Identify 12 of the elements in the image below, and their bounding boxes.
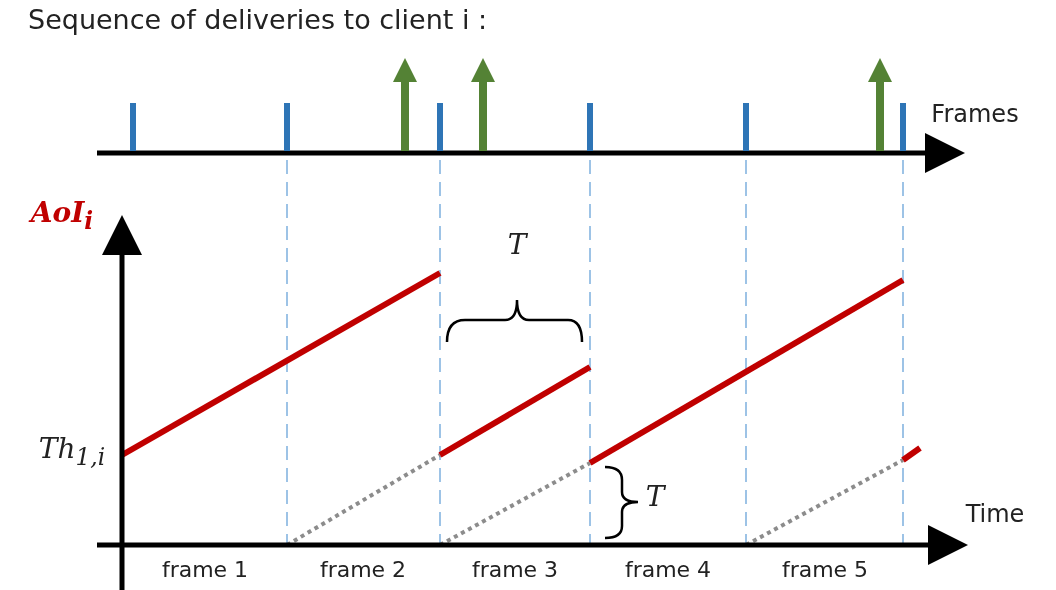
axis-label: frame 1 xyxy=(161,557,249,582)
axis-label: frame 4 xyxy=(624,557,712,582)
axis-label: T xyxy=(507,228,527,261)
axis-label: Th$_{1,i}$ xyxy=(38,432,106,471)
axis-label: frame 2 xyxy=(319,557,407,582)
axis-label: Time xyxy=(965,500,1025,528)
axis-label: Frames xyxy=(931,100,1019,128)
axis-label: frame 5 xyxy=(781,557,869,582)
axis-label: AoI$_{i}$ xyxy=(30,196,94,235)
axis-label: T xyxy=(645,480,665,513)
diagram-title: Sequence of deliveries to client i : xyxy=(28,4,488,35)
axis-label: frame 3 xyxy=(471,557,559,582)
